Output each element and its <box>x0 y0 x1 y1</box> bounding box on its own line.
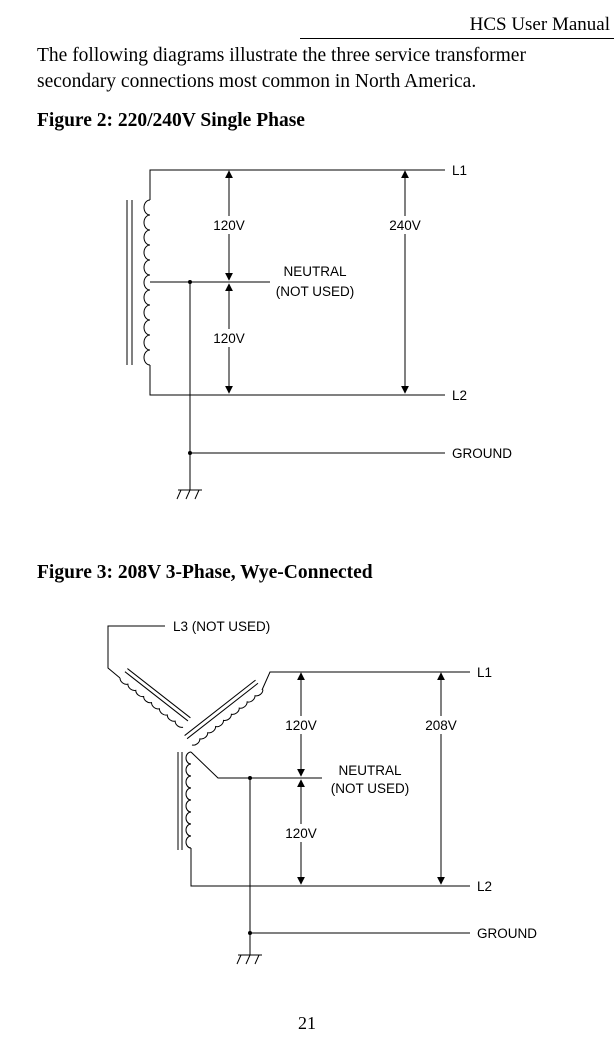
fig2-label-l1: L1 <box>452 163 467 178</box>
fig2-label-120v-upper: 120V <box>213 218 245 233</box>
fig3-label-neutral: NEUTRAL <box>338 763 402 778</box>
fig2-label-120v-lower: 120V <box>213 331 245 346</box>
fig2-transformer-coil <box>143 199 151 366</box>
fig2-l1-line <box>149 169 445 200</box>
fig3-l3-line <box>107 625 165 679</box>
fig2-label-240v: 240V <box>389 218 421 233</box>
fig3-label-l3: L3 (NOT USED) <box>173 619 270 634</box>
fig3-label-208v: 208V <box>425 718 457 733</box>
fig3-label-not-used: (NOT USED) <box>331 781 410 796</box>
figure-3-diagram: 120V 120V 208V NEUTRAL (NOT USED) L3 (NO… <box>107 619 537 965</box>
fig2-label-neutral: NEUTRAL <box>283 264 347 279</box>
fig3-l1-line <box>261 671 470 691</box>
header-rule <box>300 38 614 39</box>
fig2-ground-junction <box>188 451 192 455</box>
fig3-coil-l1 <box>191 689 264 746</box>
page-number: 21 <box>298 1013 316 1033</box>
fig2-label-ground: GROUND <box>452 446 512 461</box>
fig3-coil-l3 <box>119 677 184 728</box>
fig3-label-120v-lower: 120V <box>285 826 317 841</box>
fig2-label-l2: L2 <box>452 388 467 403</box>
fig3-label-120v-upper: 120V <box>285 718 317 733</box>
fig3-label-l2: L2 <box>477 879 492 894</box>
fig3-l2-line <box>190 848 470 887</box>
fig3-ground-junction <box>248 931 252 935</box>
fig3-neutral-junction <box>248 776 252 780</box>
fig3-coil-l2 <box>185 751 192 849</box>
figure-2-caption: Figure 2: 220/240V Single Phase <box>37 110 305 131</box>
figure-3-caption: Figure 3: 208V 3-Phase, Wye-Connected <box>37 562 373 583</box>
fig2-l2-line <box>149 365 445 396</box>
figure-2-diagram: 120V 120V 240V NEUTRAL (NOT USED) L1 L2 … <box>126 163 512 500</box>
fig3-label-l1: L1 <box>477 665 492 680</box>
page-header-title: HCS User Manual <box>469 14 610 35</box>
fig2-neutral-junction <box>188 280 192 284</box>
fig3-label-ground: GROUND <box>477 926 537 941</box>
intro-paragraph: The following diagrams illustrate the th… <box>37 45 526 92</box>
fig3-neutral-line <box>190 751 322 779</box>
fig2-label-not-used: (NOT USED) <box>276 284 355 299</box>
